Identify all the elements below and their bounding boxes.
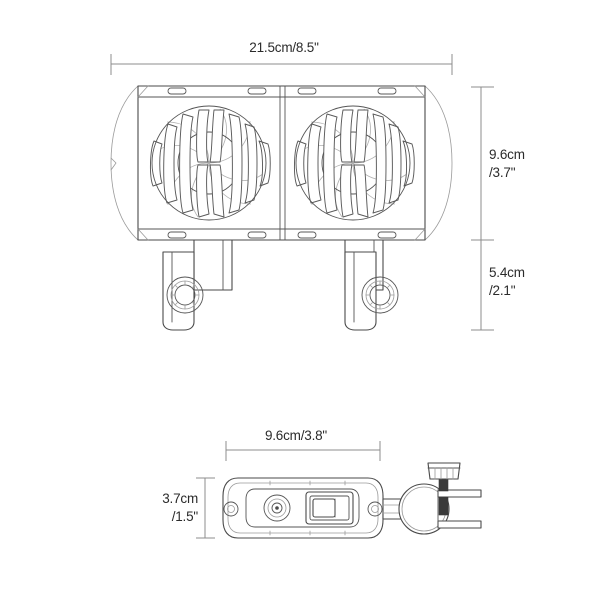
right-fan-grille	[294, 105, 415, 221]
dimension-top-height-label-imperial: /1.5"	[172, 509, 199, 524]
control-knob-inner	[271, 502, 283, 514]
dimension-top-height-label-metric: 3.7cm	[162, 491, 198, 506]
dimension-body-height-label-metric: 9.6cm	[489, 147, 525, 162]
front-top-slot-2	[247, 87, 267, 95]
right-bracket-knuckle	[344, 251, 377, 331]
control-knob-outer[interactable]	[263, 494, 291, 522]
top-left-pivot-eyelet-hole	[227, 505, 235, 513]
dimension-front-body-height: 9.6cm /3.7"	[471, 86, 525, 241]
dimension-front-width: 21.5cm/8.5"	[110, 40, 453, 75]
dimension-body-height-label-imperial: /3.7"	[489, 165, 516, 180]
left-bracket-knuckle	[162, 251, 195, 331]
front-top-slot-1	[167, 87, 187, 95]
dimension-bracket-height-label-metric: 5.4cm	[489, 265, 525, 280]
left-knob-knurl-marks	[170, 280, 200, 310]
front-bottom-slot-4	[377, 231, 397, 239]
front-right-shell-curve	[424, 85, 453, 241]
thumbscrew-shaft-lower	[438, 496, 449, 516]
dimension-bracket-height-label-imperial: /2.1"	[489, 283, 516, 298]
right-knurled-pivot-knob-outer	[361, 276, 399, 314]
rocker-switch-frame	[309, 495, 350, 521]
top-housing-screw-marks	[269, 480, 346, 536]
right-swivel-bracket	[344, 239, 399, 331]
clamp-jaw-lower	[437, 520, 482, 529]
left-knurled-pivot-knob-outer	[166, 276, 204, 314]
dimension-top-height: 3.7cm /1.5"	[162, 477, 215, 539]
front-bottom-slot-3	[297, 231, 317, 239]
front-corner-diagonal-tr	[414, 85, 426, 98]
front-view-group	[110, 85, 453, 331]
front-bottom-slot-2	[247, 231, 267, 239]
front-corner-diagonal-bl	[137, 228, 149, 241]
left-grille-vanes	[150, 109, 271, 218]
thumbscrew-knob[interactable]	[427, 462, 461, 480]
front-corner-diagonal-tl	[137, 85, 149, 98]
left-grille-ring	[151, 105, 267, 221]
right-knob-knurl-marks	[365, 280, 395, 310]
top-recessed-panel	[245, 488, 360, 528]
left-fan-grille	[150, 105, 271, 221]
clamp-assembly	[382, 462, 482, 535]
front-top-slot-4	[377, 87, 397, 95]
control-knob-mid	[267, 498, 287, 518]
left-bracket-stem	[193, 239, 233, 291]
dimension-top-depth: 9.6cm/3.8"	[225, 428, 381, 461]
rocker-switch-paddle[interactable]	[312, 498, 336, 518]
clamp-ring	[398, 483, 450, 535]
top-housing-inner-line	[227, 482, 379, 534]
top-view-group	[222, 462, 482, 539]
right-grille-vanes	[294, 109, 415, 218]
front-bottom-slot-1	[167, 231, 187, 239]
right-grille-ring	[295, 105, 411, 221]
top-right-pivot-eyelet-hole	[371, 505, 379, 513]
front-left-notch	[110, 157, 117, 171]
top-left-pivot-eyelet	[223, 501, 239, 517]
front-top-slot-3	[297, 87, 317, 95]
dimension-front-width-label: 21.5cm/8.5"	[249, 40, 319, 55]
thumbscrew-knurl-ribs	[434, 467, 454, 480]
front-corner-diagonal-br	[414, 228, 426, 241]
front-left-shell-curve	[110, 85, 139, 241]
left-swivel-bracket	[162, 239, 233, 331]
control-knob-center-dot	[275, 506, 279, 510]
top-right-pivot-eyelet	[367, 501, 383, 517]
dimension-top-depth-label: 9.6cm/3.8"	[265, 428, 327, 443]
dimension-front-bracket-height: 5.4cm /2.1"	[471, 240, 525, 331]
